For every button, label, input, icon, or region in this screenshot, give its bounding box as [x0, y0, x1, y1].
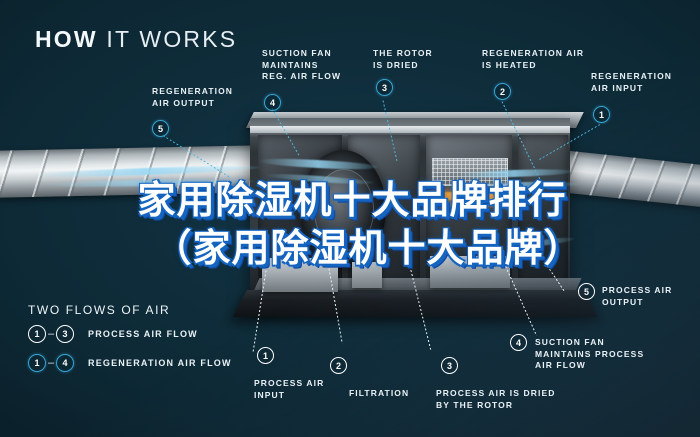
legend-marker-to-3: 3 — [56, 325, 74, 343]
leader-line-5 — [162, 135, 232, 179]
marker-2-process[interactable]: 2 — [330, 357, 347, 374]
leader-line-b1 — [252, 270, 267, 352]
airflow-ribbon — [257, 156, 379, 172]
leader-line-b3 — [407, 258, 432, 350]
callout-label-suction-fan-process: SUCTION FAN MAINTAINS PROCESS AIR FLOW — [535, 337, 645, 370]
leader-line-b4 — [503, 262, 537, 336]
callout-label-rotor-dried: THE ROTOR IS DRIED — [373, 48, 433, 70]
legend-label-process-air-flow: PROCESS AIR FLOW — [88, 329, 198, 339]
callout-label-filtration: FILTRATION — [349, 388, 410, 398]
leader-line-b2 — [328, 268, 343, 344]
callout-label-process-air-input: PROCESS AIR INPUT — [254, 378, 325, 400]
base-platform — [232, 290, 598, 317]
legend-label-regeneration-air-flow: REGENERATION AIR FLOW — [88, 358, 232, 368]
marker-1-process[interactable]: 1 — [257, 347, 274, 364]
leader-line-3 — [382, 100, 398, 162]
legend-row-regeneration-air: 1 – 4 REGENERATION AIR FLOW — [28, 354, 232, 372]
overlay-headline-line1: 家用除湿机十大品牌排行 — [137, 178, 567, 222]
marker-5-regen[interactable]: 5 — [152, 120, 169, 137]
overlay-headline-line2: （家用除湿机十大品牌） — [153, 226, 583, 270]
marker-2-regen[interactable]: 2 — [494, 83, 511, 100]
callout-label-regen-input: REGENERATION AIR INPUT — [591, 71, 673, 93]
marker-3-regen[interactable]: 3 — [376, 79, 393, 96]
cabinet-top-bevel — [246, 112, 584, 128]
legend-dash: – — [47, 328, 55, 340]
marker-5-process[interactable]: 5 — [578, 283, 595, 300]
leader-line-2 — [501, 101, 542, 181]
leader-line-1 — [539, 124, 601, 160]
callout-label-process-air-output: PROCESS AIR OUTPUT — [602, 285, 673, 307]
leader-line-4 — [271, 108, 300, 156]
marker-3-process[interactable]: 3 — [441, 357, 458, 374]
page-title: HOW IT WORKS — [35, 26, 237, 53]
legend-dash: – — [47, 357, 55, 369]
marker-4-regen[interactable]: 4 — [264, 94, 281, 111]
callout-label-suction-fan-reg: SUCTION FAN MAINTAINS REG. AIR FLOW — [262, 48, 342, 81]
legend-marker-from-1: 1 — [28, 325, 46, 343]
legend-marker-to-4: 4 — [56, 354, 74, 372]
legend-marker-from-1: 1 — [28, 354, 46, 372]
overlay-headline: 家用除湿机十大品牌排行 （家用除湿机十大品牌） — [0, 176, 700, 272]
callout-label-regen-heated: REGENERATION AIR IS HEATED — [482, 48, 585, 70]
callout-label-process-air-dried: PROCESS AIR IS DRIED BY THE ROTOR — [436, 388, 556, 410]
marker-4-process[interactable]: 4 — [510, 334, 527, 351]
callout-label-regen-output: REGENERATION AIR OUTPUT — [152, 86, 234, 108]
page-title-bold: HOW — [35, 26, 98, 52]
marker-1-regen[interactable]: 1 — [593, 106, 610, 123]
legend-title: TWO FLOWS OF AIR — [28, 303, 171, 317]
page-title-light: IT WORKS — [106, 26, 238, 52]
legend-row-process-air: 1 – 3 PROCESS AIR FLOW — [28, 325, 198, 343]
cabinet-top-plate — [250, 126, 570, 133]
